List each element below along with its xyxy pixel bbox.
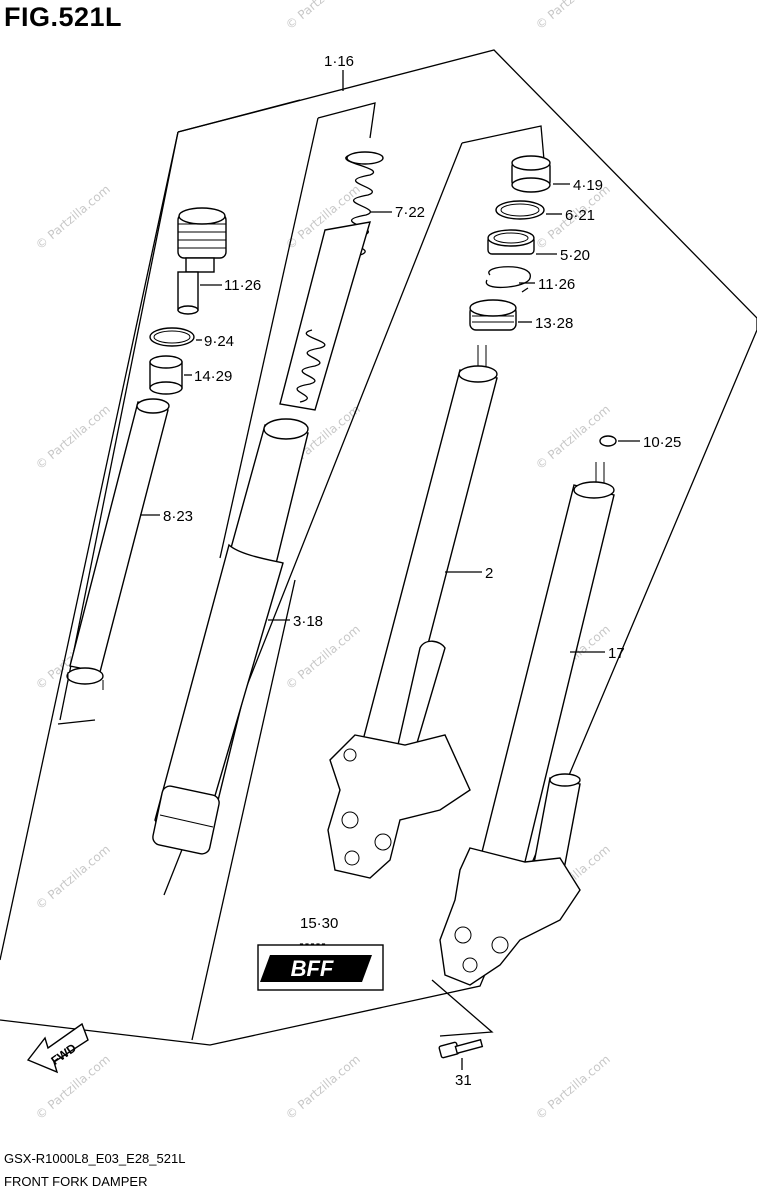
panel-outlines (57, 99, 545, 1041)
stopper-ring (485, 266, 531, 293)
nut (599, 435, 617, 447)
watermark: © Partzilla.com (33, 182, 113, 252)
spacer-tube (66, 398, 170, 690)
callout-7-22: 7·22 (395, 204, 425, 221)
callout-6-21: 6·21 (565, 207, 595, 224)
decal-bff: BFF (260, 955, 372, 982)
callout-11-26: 11·26 (538, 276, 575, 293)
callout-5-20: 5·20 (560, 247, 590, 264)
watermark: © Partzilla.com (533, 402, 613, 472)
watermark: © Partzilla.com (283, 1052, 363, 1122)
callout-15-30: 15·30 (300, 915, 338, 932)
callout-8-23: 8·23 (163, 508, 193, 525)
figure-caption: FRONT FORK DAMPER (4, 1174, 148, 1189)
watermark: © Partzilla.com (33, 842, 113, 912)
callout-10-25: 14·29 (194, 368, 232, 385)
callout-13-28: 9·24 (204, 333, 234, 350)
callout-2: 2 (485, 565, 493, 582)
forward-arrow: FWD (26, 1022, 89, 1074)
watermark: © Partzilla.com (283, 0, 363, 32)
callout-1-16: 1·16 (324, 53, 354, 70)
watermark: © Partzilla.com (33, 402, 113, 472)
watermark: © Partzilla.com (533, 0, 613, 32)
bolt (438, 1038, 484, 1059)
oil-seal (487, 229, 535, 255)
callout-4-19: 4·19 (573, 177, 603, 194)
collar (149, 355, 183, 395)
decal-text: BFF (291, 956, 334, 981)
watermark: © Partzilla.com (283, 622, 363, 692)
callout-9-24: 13·28 (535, 315, 573, 332)
watermark: © Partzilla.com (533, 1052, 613, 1122)
figure-title: FIG.521L (4, 2, 123, 32)
dust-seal (469, 299, 517, 331)
model-code: GSX-R1000L8_E03_E28_521L (4, 1151, 186, 1166)
outer-tube-left (327, 345, 498, 879)
assembly-outline (0, 49, 757, 1046)
fork-spring (279, 151, 384, 411)
inner-tube (152, 418, 309, 855)
callout-12-27: 10·25 (643, 434, 681, 451)
fork-cap-bolt (177, 207, 227, 315)
callout-31: 31 (455, 1072, 472, 1089)
outer-tube-right (439, 462, 615, 986)
callout-17: 17 (608, 645, 625, 662)
decal-dashes: - - - - - (300, 939, 325, 949)
bushing-guide (511, 155, 551, 193)
callout-14-29: 11·26 (224, 277, 261, 294)
callout-3-18: 3·18 (293, 613, 323, 630)
